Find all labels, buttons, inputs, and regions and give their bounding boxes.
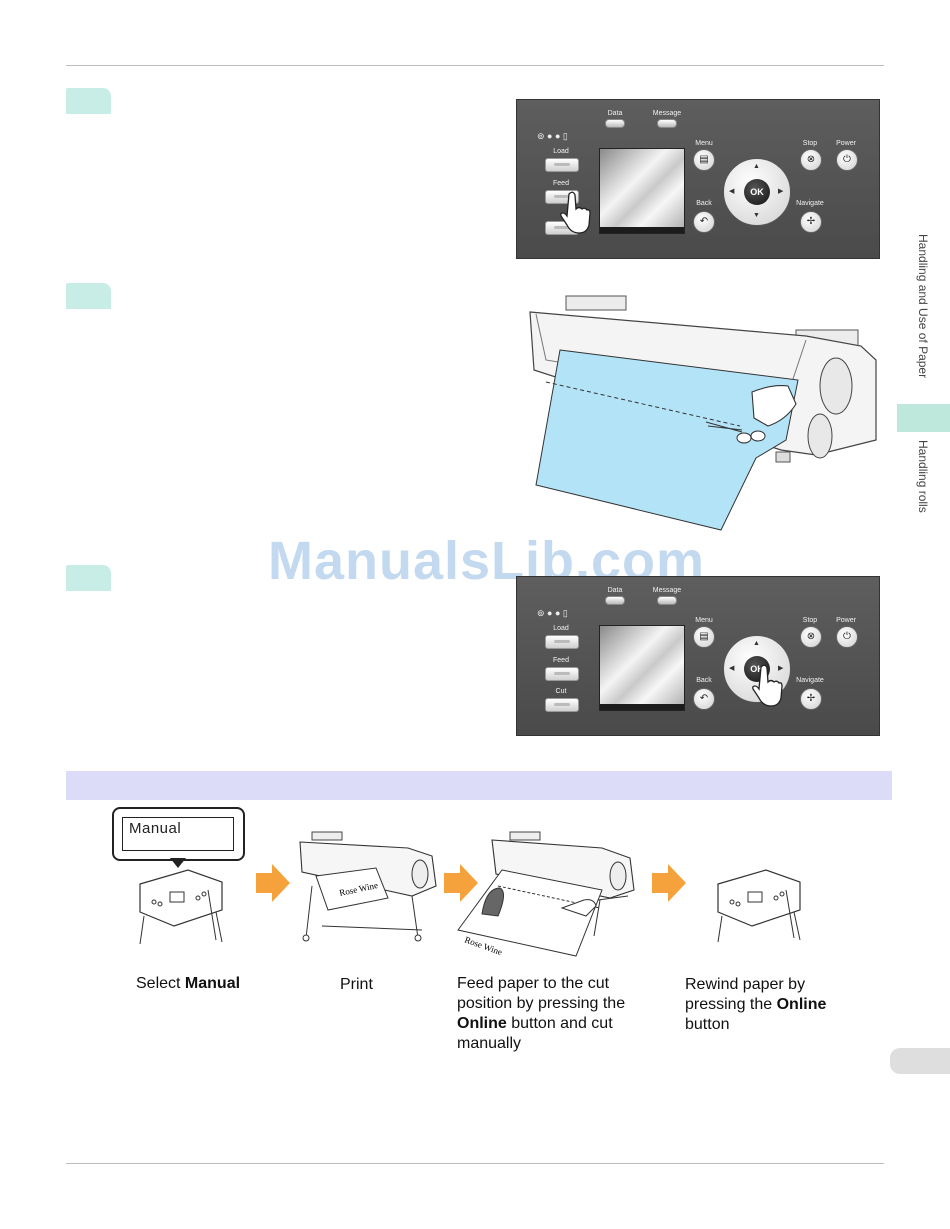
- back-button[interactable]: ↶: [693, 211, 715, 233]
- right-arrow-icon[interactable]: ▶: [778, 188, 784, 195]
- display-callout: Manual: [112, 807, 245, 861]
- data-label: Data: [607, 587, 623, 594]
- pressing-hand-icon: [560, 191, 591, 234]
- back-button[interactable]: ↶: [693, 688, 715, 710]
- left-arrow-icon[interactable]: ◀: [729, 188, 735, 195]
- left-arrow-icon[interactable]: ◀: [729, 665, 735, 672]
- caption-text: button and cut: [506, 1015, 613, 1032]
- menu-label: Menu: [695, 617, 713, 624]
- cut-label: Cut: [555, 688, 567, 695]
- power-button[interactable]: ⏻: [836, 626, 858, 648]
- display-screen: [599, 625, 685, 711]
- caption-bold: Online: [776, 996, 827, 1013]
- caption-line: manually: [457, 1035, 522, 1052]
- callout-text: Manual: [122, 817, 234, 851]
- message-lamp: [657, 596, 677, 605]
- stop-button[interactable]: ⊗: [800, 626, 822, 648]
- display-screen: [599, 148, 685, 234]
- caption-text: pressing the: [685, 996, 777, 1013]
- step-tab-3: [66, 565, 111, 591]
- message-label: Message: [652, 587, 682, 594]
- flow-arrow-2: [444, 864, 478, 902]
- printer-cut-illustration: [529, 295, 877, 531]
- ok-button[interactable]: OK: [744, 179, 770, 205]
- caption-line: Rewind paper by: [685, 976, 806, 993]
- caption-bold: Online: [457, 1015, 507, 1032]
- feed-label: Feed: [553, 180, 569, 187]
- side-tab-section[interactable]: Handling and Use of Paper: [916, 234, 930, 379]
- load-label: Load: [553, 148, 569, 155]
- up-arrow-icon[interactable]: ▲: [753, 163, 760, 170]
- navigate-label: Navigate: [796, 677, 824, 684]
- header-rule: [66, 65, 884, 66]
- message-label: Message: [652, 110, 682, 117]
- power-label: Power: [836, 617, 856, 624]
- caption-line: Feed paper to the cut: [457, 975, 610, 992]
- menu-button[interactable]: ▤: [693, 626, 715, 648]
- caption-bold: Manual: [184, 975, 241, 992]
- caption-text: Select: [136, 975, 185, 992]
- back-label: Back: [696, 200, 712, 207]
- feed-label: Feed: [553, 657, 569, 664]
- load-label: Load: [553, 625, 569, 632]
- power-label: Power: [836, 140, 856, 147]
- step-caption-print: Print: [340, 975, 373, 995]
- step-caption-feed-cut: Feed paper to the cut position by pressi…: [457, 974, 625, 1054]
- printer-panel-illustration-1: [139, 869, 223, 945]
- control-panel-ok: Data Message ⊚ ● ● ▯ Load Feed Cut Menu …: [516, 576, 880, 736]
- roll-indicator-icons: ⊚ ● ● ▯: [537, 131, 568, 141]
- cut-button[interactable]: [545, 698, 579, 712]
- printer-cut-manual-illustration: Rose Wine: [457, 831, 635, 957]
- side-tab-subsection[interactable]: Handling rolls: [916, 440, 930, 513]
- stop-label: Stop: [802, 617, 818, 624]
- flow-arrow-1: [256, 864, 290, 902]
- step-caption-select-manual: Select Manual: [136, 974, 240, 994]
- printer-panel-illustration-2: [717, 869, 801, 943]
- footer-rule: [66, 1163, 884, 1164]
- right-arrow-icon[interactable]: ▶: [778, 665, 784, 672]
- back-label: Back: [696, 677, 712, 684]
- load-button[interactable]: [545, 158, 579, 172]
- load-button[interactable]: [545, 635, 579, 649]
- flow-arrow-3: [652, 864, 686, 902]
- menu-label: Menu: [695, 140, 713, 147]
- roll-indicator-icons: ⊚ ● ● ▯: [537, 608, 568, 618]
- caption-text: Print: [340, 976, 373, 993]
- page-number-tab: [890, 1048, 950, 1074]
- side-tab-active-marker: [897, 404, 950, 432]
- navigate-button[interactable]: ✢: [800, 211, 822, 233]
- menu-button[interactable]: ▤: [693, 149, 715, 171]
- step-caption-rewind: Rewind paper by pressing the Online butt…: [685, 975, 826, 1035]
- data-label: Data: [607, 110, 623, 117]
- navigation-pad[interactable]: ▲ ▼ ◀ ▶ OK: [723, 158, 791, 226]
- step-tab-1: [66, 88, 111, 114]
- message-lamp: [657, 119, 677, 128]
- printer-printing-illustration: Rose Wine: [299, 831, 437, 942]
- stop-button[interactable]: ⊗: [800, 149, 822, 171]
- data-lamp: [605, 596, 625, 605]
- navigate-button[interactable]: ✢: [800, 688, 822, 710]
- callout-tail: [170, 858, 186, 868]
- navigate-label: Navigate: [796, 200, 824, 207]
- caption-line: button: [685, 1016, 730, 1033]
- data-lamp: [605, 119, 625, 128]
- feed-button[interactable]: [545, 667, 579, 681]
- pressing-hand-icon: [752, 664, 783, 707]
- control-panel-feed: Data Message ⊚ ● ● ▯ Load Feed Menu ▤ Ba…: [516, 99, 880, 259]
- step-tab-2: [66, 283, 111, 309]
- up-arrow-icon[interactable]: ▲: [753, 640, 760, 647]
- down-arrow-icon[interactable]: ▼: [753, 212, 760, 219]
- section-band: [66, 771, 892, 800]
- power-button[interactable]: ⏻: [836, 149, 858, 171]
- stop-label: Stop: [802, 140, 818, 147]
- caption-line: position by pressing the: [457, 995, 626, 1012]
